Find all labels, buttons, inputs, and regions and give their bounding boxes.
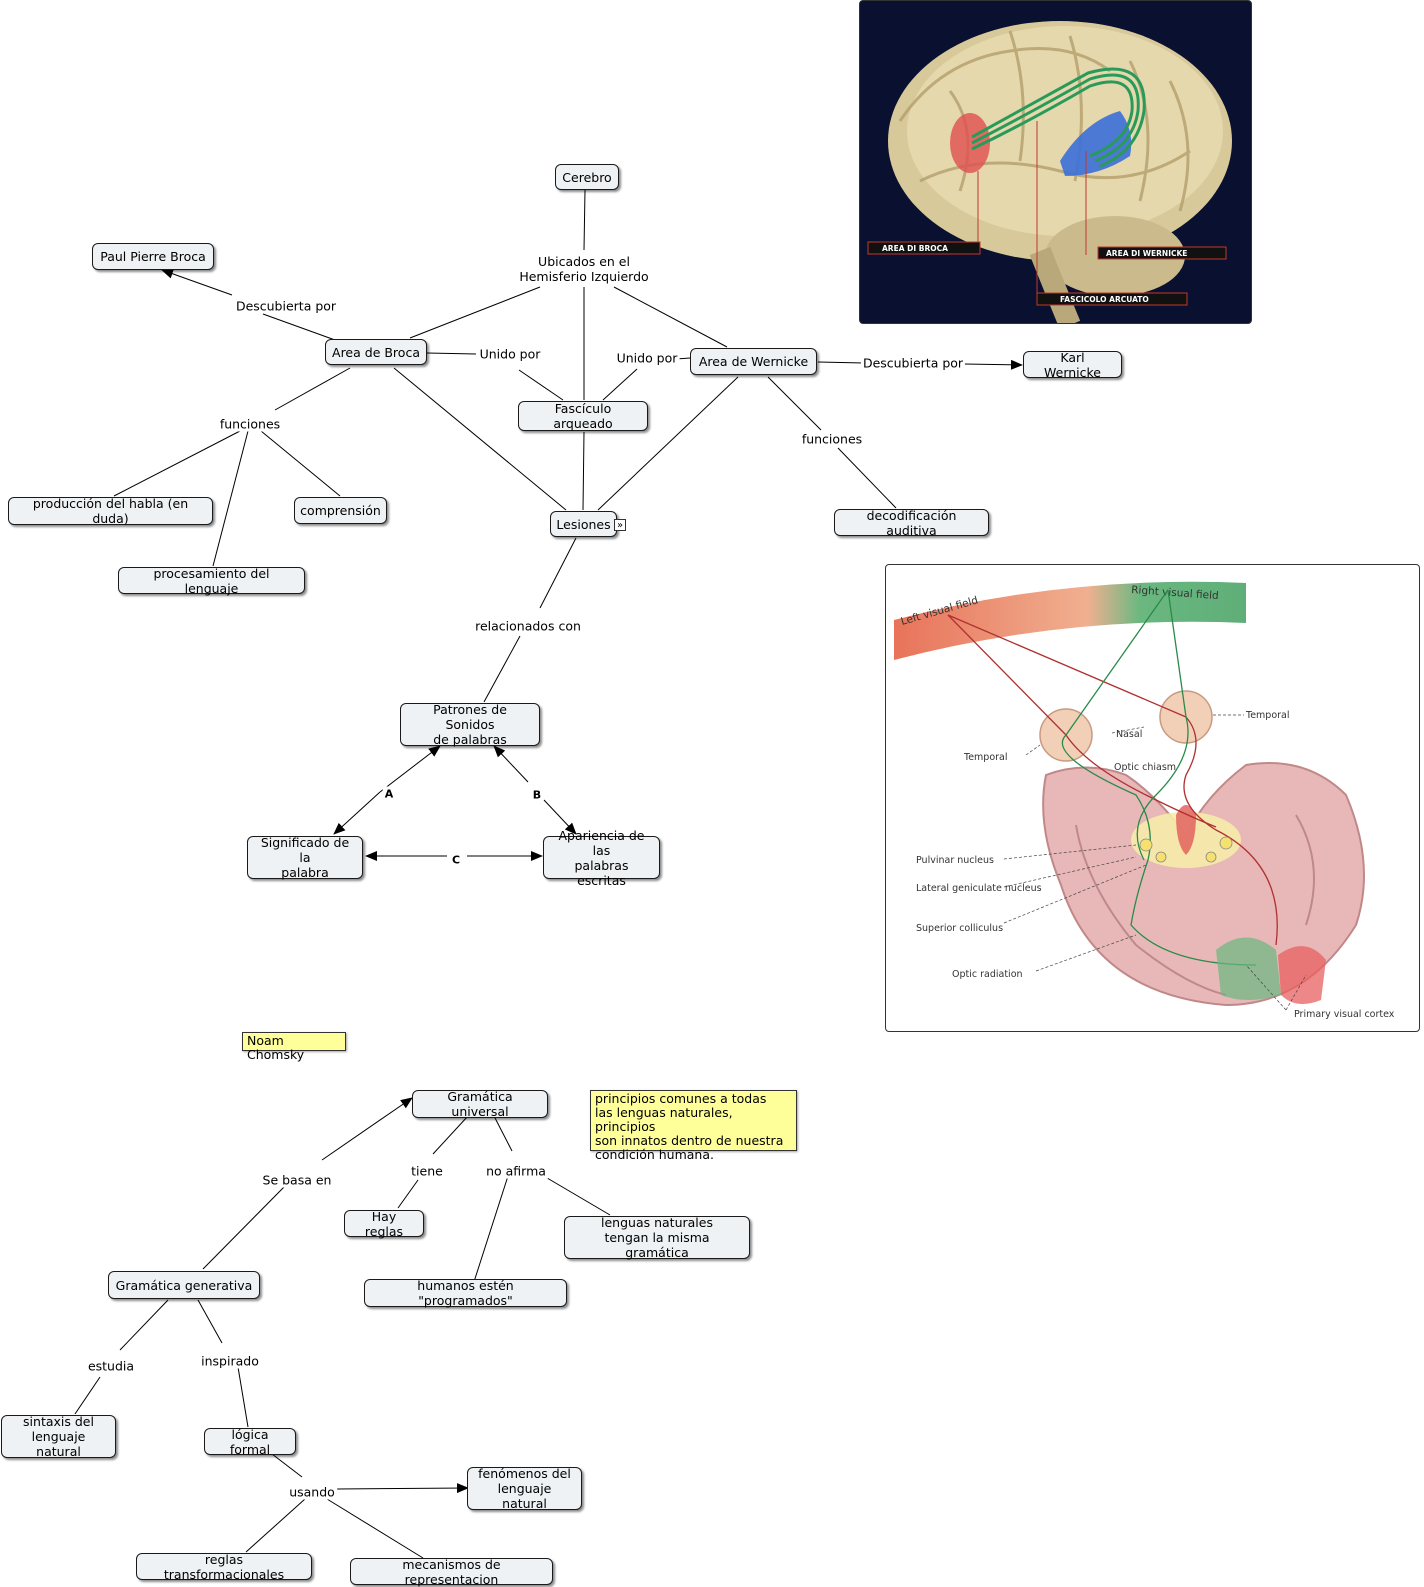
- label-lateral-geniculate: Lateral geniculate nucleus: [916, 883, 1042, 894]
- expand-icon[interactable]: »: [614, 519, 626, 531]
- broca-area-shape: [950, 113, 990, 173]
- node-significado-palabra[interactable]: Significado de la palabra: [247, 835, 363, 880]
- node-sintaxis-lenguaje[interactable]: sintaxis del lenguaje natural: [1, 1414, 116, 1459]
- node-produccion-habla[interactable]: producción del habla (en duda): [8, 496, 213, 526]
- label-pulvinar: Pulvinar nucleus: [916, 855, 994, 866]
- node-area-de-broca[interactable]: Area de Broca: [325, 339, 427, 365]
- note-noam-chomsky[interactable]: Noam Chomsky: [242, 1032, 346, 1062]
- node-apariencia-palabras[interactable]: Apariencia de las palabras escritas: [543, 828, 660, 888]
- node-decodificacion-auditiva[interactable]: decodificación auditiva: [834, 508, 989, 538]
- node-lenguas-naturales[interactable]: lenguas naturales tengan la misma gramát…: [564, 1215, 750, 1260]
- label-descubierta-wernicke: Descubierta por: [860, 355, 966, 371]
- note-principios[interactable]: principios comunes a todas las lenguas n…: [590, 1090, 797, 1162]
- label-optic-radiation: Optic radiation: [952, 969, 1023, 980]
- visual-pathway-illustration: Left visual field Right visual field: [894, 581, 1395, 1020]
- node-area-de-wernicke[interactable]: Area de Wernicke: [690, 348, 817, 375]
- node-fenomenos-lenguaje[interactable]: fenómenos del lenguaje natural: [467, 1466, 582, 1511]
- label-area-wernicke: AREA DI WERNICKE: [1106, 249, 1187, 258]
- label-temporal-right: Temporal: [1245, 710, 1290, 721]
- node-patrones-sonidos[interactable]: Patrones de Sonidos de palabras: [400, 702, 540, 747]
- node-humanos-programados[interactable]: humanos estén "programados": [364, 1278, 567, 1308]
- node-reglas-transformacionales[interactable]: reglas transformacionales: [136, 1552, 312, 1582]
- node-procesamiento-lenguaje[interactable]: procesamiento del lenguaje: [118, 566, 305, 596]
- label-no-afirma: no afirma: [484, 1163, 548, 1179]
- label-b: B: [530, 787, 544, 803]
- label-superior-colliculus: Superior colliculus: [916, 923, 1003, 934]
- node-gramatica-universal[interactable]: Gramática universal: [412, 1089, 548, 1119]
- label-primary-visual-cortex: Primary visual cortex: [1294, 1009, 1395, 1020]
- label-tiene: tiene: [409, 1163, 445, 1179]
- label-temporal-left: Temporal: [963, 752, 1008, 763]
- label-se-basa: Se basa en: [260, 1172, 334, 1188]
- label-usando: usando: [287, 1484, 337, 1500]
- visual-pathway-image: Left visual field Right visual field: [885, 564, 1420, 1032]
- brain-illustration: AREA DI BROCA AREA DI WERNICKE FASCICOLO…: [867, 21, 1232, 323]
- label-relacionados: relacionados con: [473, 618, 583, 634]
- node-logica-formal[interactable]: lógica formal: [204, 1427, 296, 1457]
- node-paul-pierre-broca[interactable]: Paul Pierre Broca: [92, 243, 214, 270]
- label-area-broca: AREA DI BROCA: [882, 244, 948, 253]
- node-fasciculo-arqueado[interactable]: Fascículo arqueado: [518, 401, 648, 431]
- label-inspirado: inspirado: [199, 1353, 261, 1369]
- label-estudia: estudia: [85, 1358, 137, 1374]
- label-fascicolo: FASCICOLO ARCUATO: [1060, 295, 1149, 304]
- label-unido-broca: Unido por: [477, 346, 543, 362]
- label-nasal: Nasal: [1116, 729, 1142, 740]
- node-lesiones[interactable]: Lesiones: [550, 511, 617, 537]
- node-karl-wernicke[interactable]: Karl Wernicke: [1023, 350, 1122, 380]
- label-c: C: [449, 852, 463, 868]
- brain-lateral-image: AREA DI BROCA AREA DI WERNICKE FASCICOLO…: [859, 0, 1252, 324]
- label-unido-wernicke: Unido por: [614, 350, 680, 366]
- node-gramatica-generativa[interactable]: Gramática generativa: [108, 1271, 260, 1299]
- node-cerebro[interactable]: Cerebro: [555, 164, 619, 190]
- node-comprension[interactable]: comprensión: [294, 497, 387, 524]
- label-ubicados: Ubicados en el Hemisferio Izquierdo: [517, 254, 651, 284]
- node-mecanismos-representacion[interactable]: mecanismos de representacion: [350, 1557, 553, 1587]
- label-descubierta-broca: Descubierta por: [233, 298, 339, 314]
- label-funciones-broca: funciones: [217, 416, 283, 432]
- label-funciones-wernicke: funciones: [799, 431, 865, 447]
- node-hay-reglas[interactable]: Hay reglas: [344, 1209, 424, 1239]
- label-optic-chiasm: Optic chiasm: [1114, 762, 1176, 773]
- fasciculo-shape: [971, 67, 1146, 168]
- label-a: A: [382, 786, 396, 802]
